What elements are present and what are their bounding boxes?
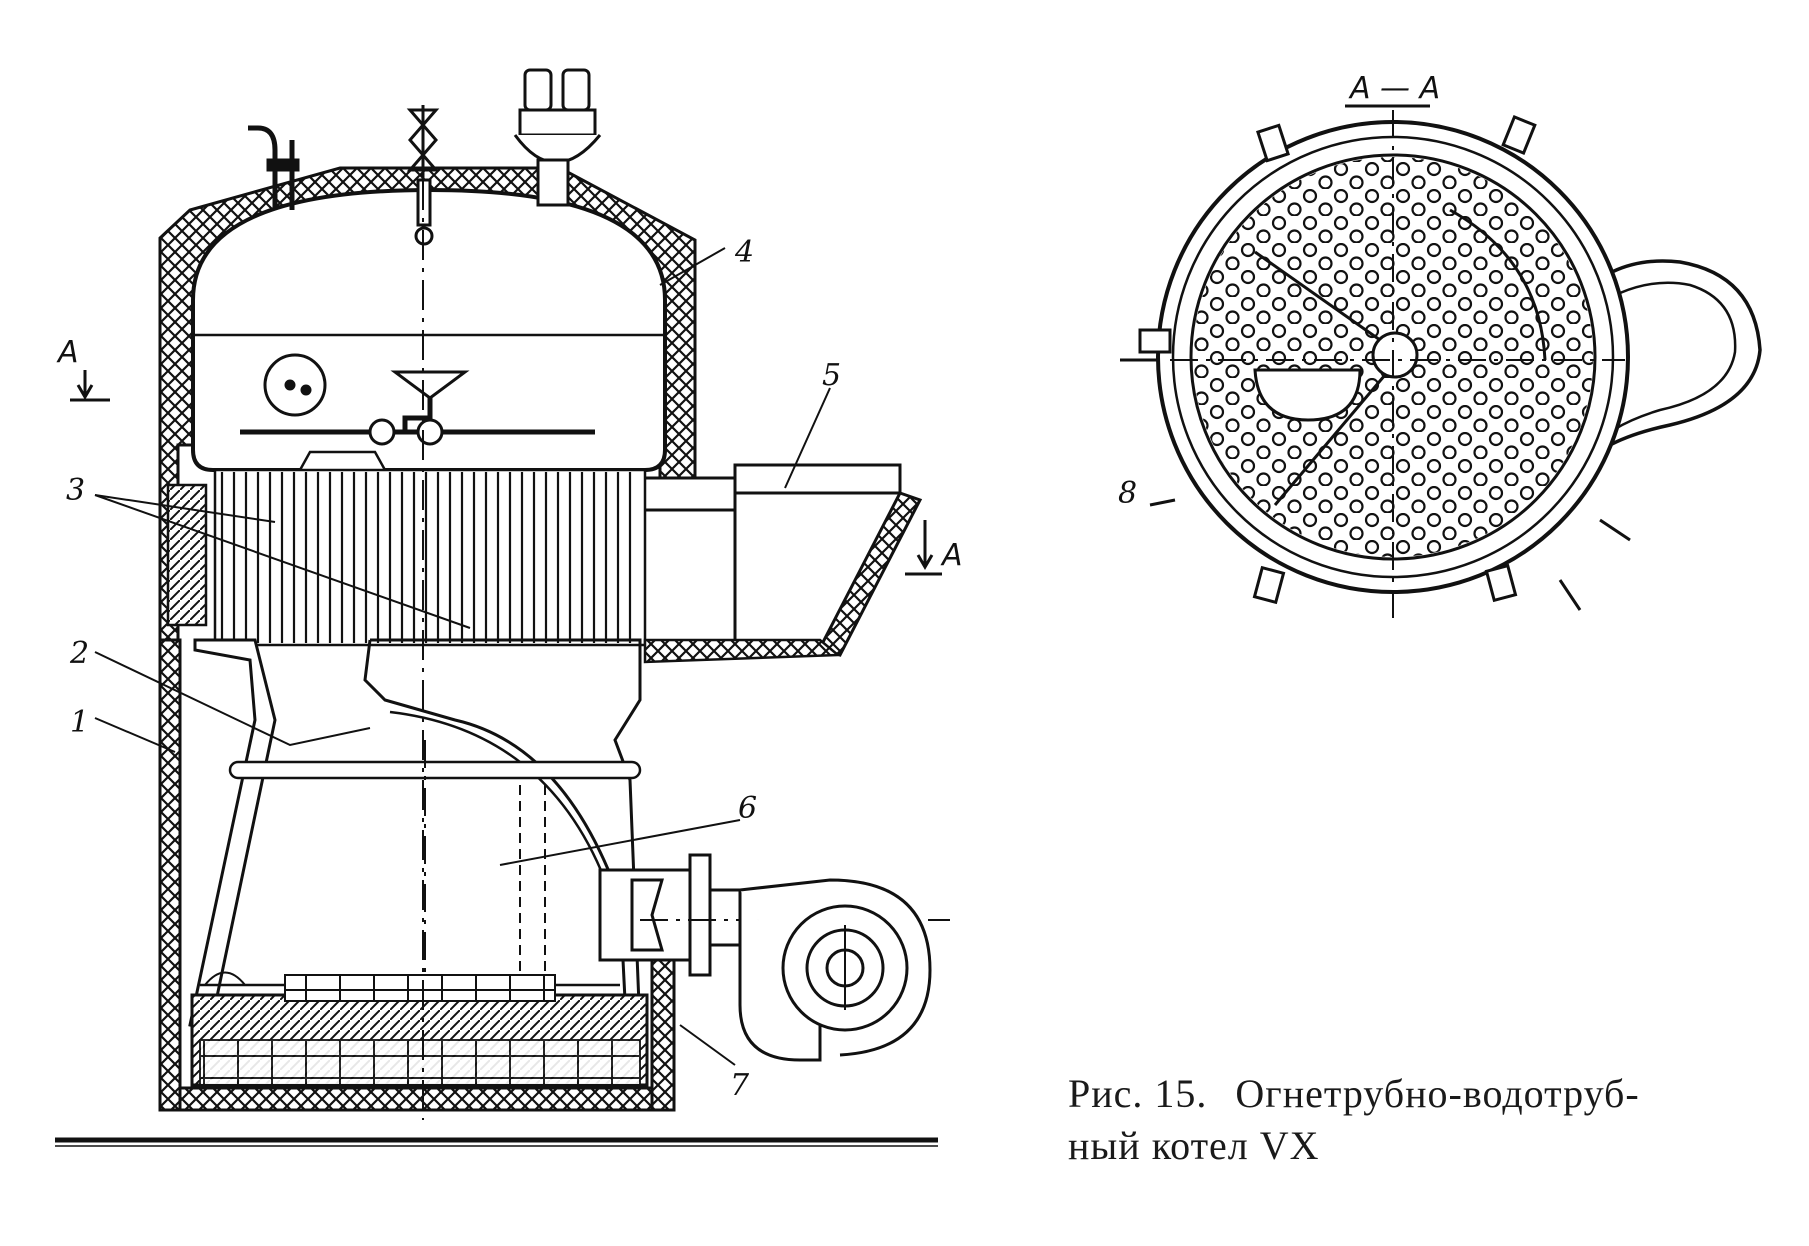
callout-4: 4 [734, 235, 754, 270]
callout-6: 6 [738, 791, 757, 826]
callout-5: 5 [822, 358, 841, 393]
section-title: A — A [1348, 71, 1440, 106]
leader-lines [94, 247, 831, 1066]
section-marker-right: A [940, 538, 963, 573]
fire-tube-bank [213, 468, 647, 647]
water-tube-right [363, 638, 642, 1031]
callout-7: 7 [730, 1068, 750, 1103]
cross-section-a-a: A — A [1120, 71, 1762, 620]
callout-3: 3 [66, 473, 85, 508]
callout-8: 8 [1118, 476, 1137, 511]
section-marker-left: A [56, 335, 79, 370]
blower-fan [738, 878, 932, 1062]
caption-number: Рис. 15. [1068, 1071, 1208, 1116]
figure-caption: Рис. 15. Огнетрубно-водотруб- ный котел V… [1068, 1068, 1768, 1172]
caption-title: Огнетрубно-водотруб- [1235, 1071, 1640, 1116]
flue-box [643, 463, 923, 664]
callout-1: 1 [70, 705, 89, 740]
caption-title-cont: ный котел VX [1068, 1123, 1320, 1168]
shell-fittings [1120, 115, 1631, 611]
callout-2: 2 [69, 636, 89, 671]
boiler-section-view [55, 68, 950, 1147]
central-chamber [1253, 368, 1362, 422]
fire-tubes [220, 472, 632, 643]
water-tube-left [188, 638, 277, 1032]
